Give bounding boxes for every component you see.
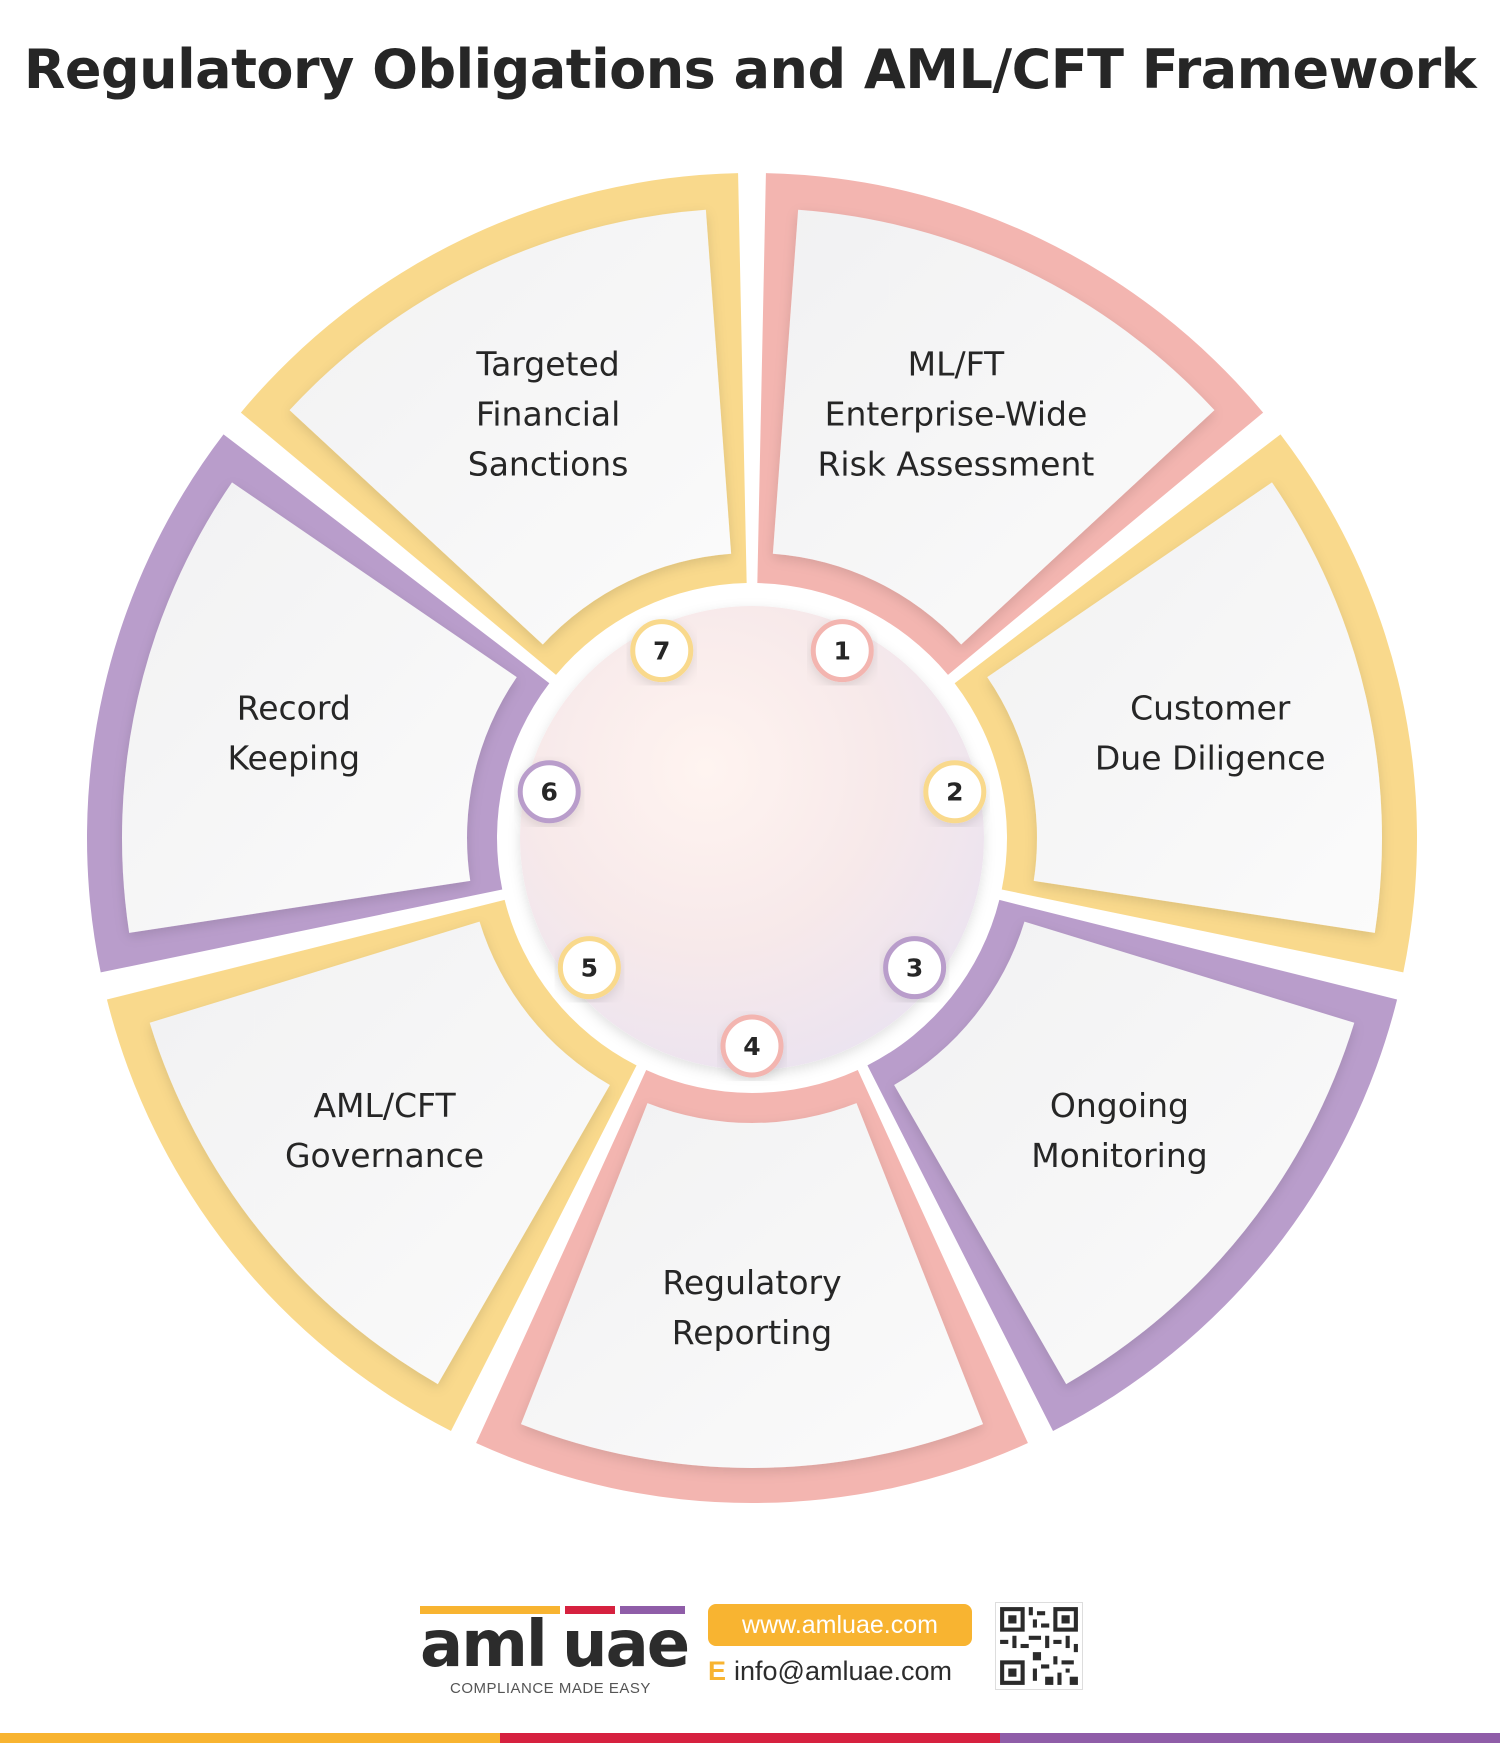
- logo-bar-red: [565, 1606, 615, 1614]
- step-badge-2: 2: [923, 760, 987, 824]
- step-badge-7: 7: [630, 619, 694, 683]
- step-badge-3: 3: [883, 936, 947, 1000]
- segment-5-label: AML/CFT Governance: [285, 1086, 484, 1175]
- logo-bar-yellow: [420, 1606, 560, 1614]
- center-disc: [520, 606, 984, 1070]
- segment-label-line: Monitoring: [1031, 1136, 1207, 1175]
- segment-label-line: Risk Assessment: [818, 445, 1095, 484]
- email-label: E: [708, 1656, 727, 1686]
- logo-tagline: COMPLIANCE MADE EASY: [450, 1680, 651, 1697]
- step-badge-6: 6: [517, 760, 581, 824]
- bottom-stripe-yellow: [0, 1733, 500, 1743]
- step-badge-4: 4: [720, 1014, 784, 1078]
- segment-label-line: AML/CFT: [313, 1086, 456, 1125]
- segment-label-line: Keeping: [227, 738, 360, 777]
- segment-2-panel: [987, 482, 1382, 933]
- website-link[interactable]: www.amluae.com: [708, 1604, 972, 1646]
- step-badge-circle: [557, 936, 621, 1000]
- step-number: 7: [653, 637, 670, 666]
- step-badge-1: 1: [810, 619, 874, 683]
- segment-label-line: ML/FT: [908, 345, 1005, 384]
- bottom-stripe-red: [500, 1733, 1000, 1743]
- logo-word-aml: aml: [420, 1608, 548, 1682]
- segment-label-line: Customer: [1130, 688, 1291, 727]
- segment-label-line: Due Diligence: [1095, 738, 1326, 777]
- segment-label-line: Governance: [285, 1136, 484, 1175]
- segment-4-panel: [520, 1103, 984, 1468]
- step-number: 5: [581, 954, 598, 983]
- step-badge-circle: [720, 1014, 784, 1078]
- page-title: Regulatory Obligations and AML/CFT Frame…: [23, 38, 1477, 101]
- step-badge-5: 5: [557, 936, 621, 1000]
- step-number: 3: [906, 954, 923, 983]
- segment-1-panel: [772, 209, 1215, 645]
- segment-label-line: Reporting: [672, 1313, 832, 1352]
- qr-code-icon: [995, 1602, 1083, 1690]
- segment-label-line: Targeted: [475, 345, 619, 384]
- segment-label-line: Regulatory: [662, 1263, 841, 1302]
- segment-label-line: Financial: [476, 395, 621, 434]
- step-badge-circle: [517, 760, 581, 824]
- segment-3-panel: [894, 921, 1355, 1385]
- segment-label-line: Enterprise-Wide: [825, 395, 1088, 434]
- bottom-stripe-purple: [1000, 1733, 1500, 1743]
- logo-bar-purple: [620, 1606, 685, 1614]
- step-number: 1: [834, 637, 851, 666]
- step-number: 4: [743, 1032, 760, 1061]
- email-address: info@amluae.com: [734, 1656, 953, 1686]
- segment-7-panel: [289, 209, 732, 645]
- step-number: 2: [946, 778, 963, 807]
- segment-6-panel: [122, 482, 517, 933]
- segment-label-line: Sanctions: [468, 445, 629, 484]
- amluae-logo: aml uae COMPLIANCE MADE EASY: [420, 1600, 690, 1697]
- step-badge-circle: [630, 619, 694, 683]
- step-badge-circle: [883, 936, 947, 1000]
- segment-label-line: Ongoing: [1050, 1086, 1189, 1125]
- step-badge-circle: [923, 760, 987, 824]
- segment-5-panel: [149, 921, 610, 1385]
- step-number: 6: [541, 778, 558, 807]
- step-badge-circle: [810, 619, 874, 683]
- logo-word-uae: uae: [562, 1608, 690, 1682]
- segment-label-line: Record: [237, 688, 351, 727]
